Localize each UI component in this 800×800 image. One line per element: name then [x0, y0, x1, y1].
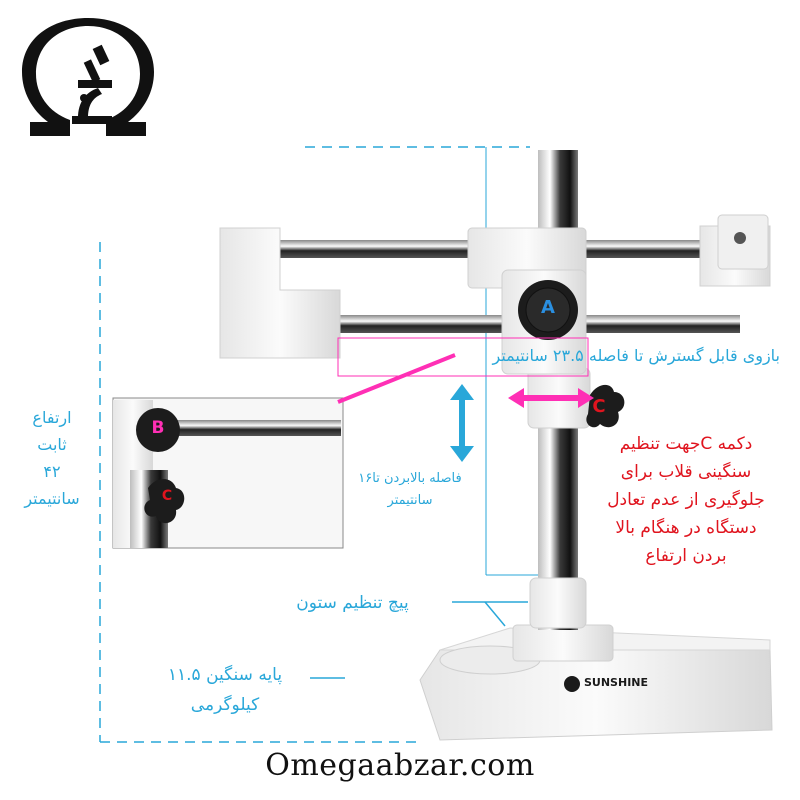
arm-extension-label: بازوی قابل گسترش تا فاصله ۲۳.۵ سانتیمتر: [492, 346, 780, 365]
brand-label: SUNSHINE: [584, 676, 649, 689]
microscope-icon: [72, 44, 112, 124]
knob-a-label: A: [541, 297, 555, 318]
omega-microscope-logo: [22, 18, 154, 136]
column-screw-label: پیچ تنظیم ستون: [296, 593, 409, 613]
knob-c-inset-label: C: [161, 488, 173, 504]
button-c-description: دکمه Cجهت تنظیم سنگینی قلاب برای جلوگیری…: [607, 434, 765, 566]
fixed-height-label: ارتفاع ثابت ۴۲ سانتیمتر: [24, 408, 80, 508]
knob-c: [586, 384, 625, 428]
knob-b-label: B: [151, 418, 165, 438]
knob-c-label: C: [592, 396, 606, 417]
website-url: Omegaabzar.com: [265, 748, 535, 783]
heavy-base-label: پایه سنگین ۱۱.۵ کیلوگرمی: [167, 665, 283, 715]
lift-distance-label: فاصله بالابردن تا۱۶ سانتیمتر: [358, 471, 462, 508]
